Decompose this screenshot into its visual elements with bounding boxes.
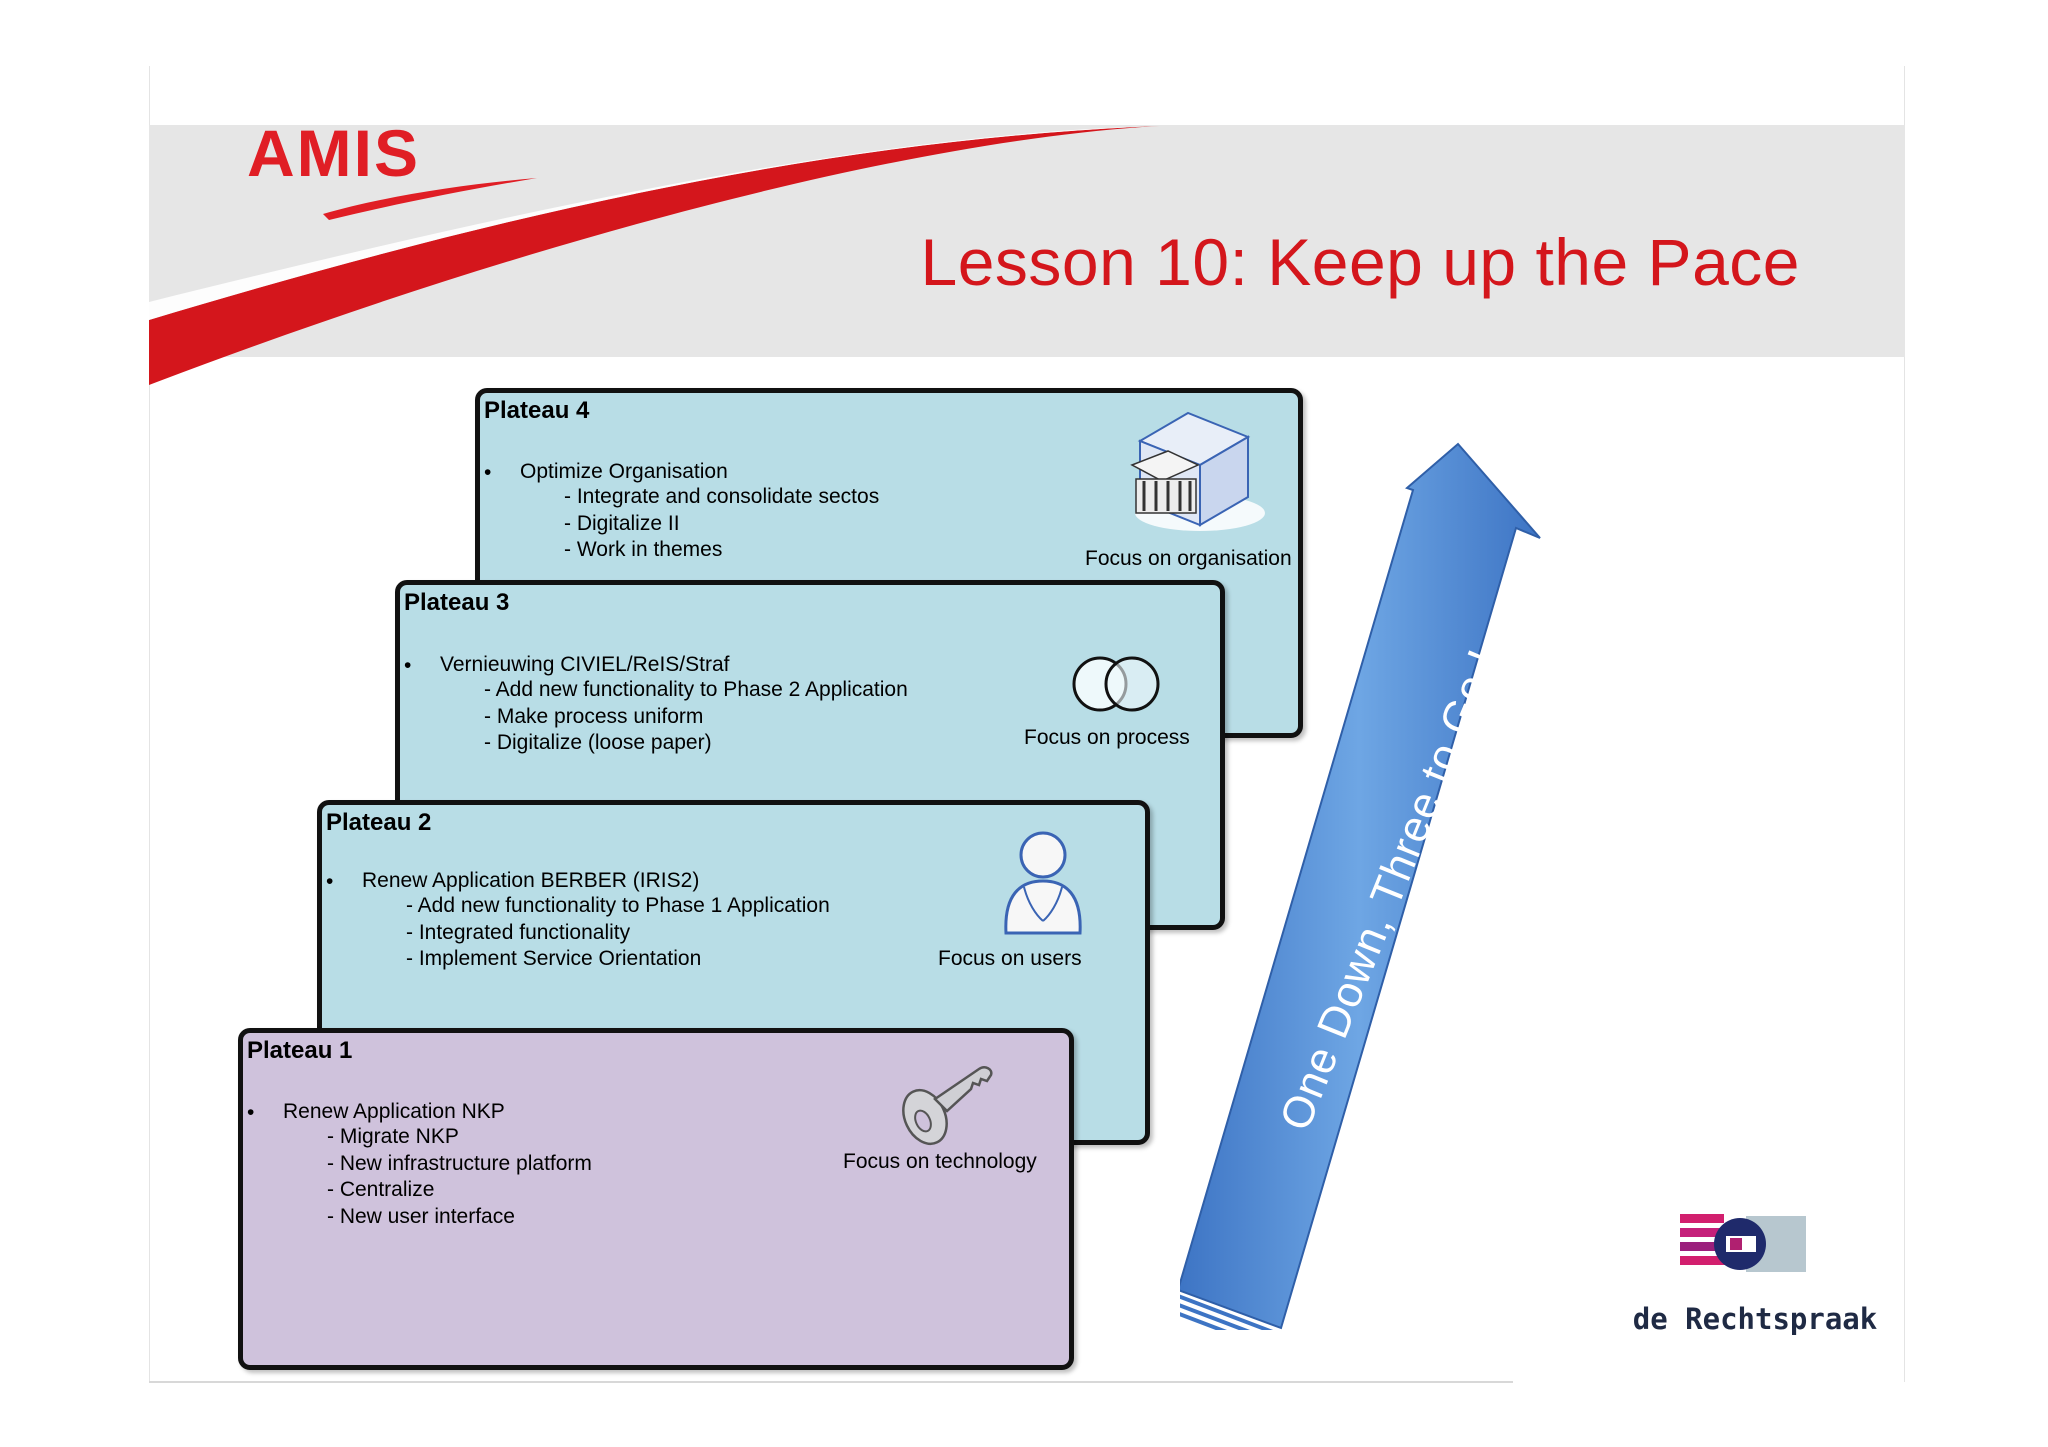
plateau-1-subitem: - New infrastructure platform	[327, 1151, 592, 1175]
plateau-2-title: Plateau 2	[326, 809, 432, 836]
plateau-3-item: Vernieuwing CIVIEL/ReIS/Straf	[440, 653, 730, 676]
plateau-1-subitem: - Centralize	[327, 1178, 435, 1201]
plateau-1-title: Plateau 1	[247, 1037, 353, 1064]
bottom-divider	[149, 1381, 1513, 1383]
plateau-3-subitem: - Make process uniform	[484, 704, 704, 728]
building-icon	[1130, 411, 1265, 531]
plateau-3-title: Plateau 3	[404, 589, 510, 616]
plateau-4-focus: Focus on organisation	[1085, 547, 1292, 570]
plateau-3-subitem: - Add new functionality to Phase 2 Appli…	[484, 678, 908, 701]
bullet: •	[247, 1101, 255, 1124]
plateau-4-subitem: - Digitalize II	[564, 511, 680, 535]
bullet: •	[404, 654, 412, 677]
plateau-2-subitem: - Integrated functionality	[406, 920, 631, 944]
rechtspraak-logo	[1680, 1214, 1806, 1272]
slide-title: Lesson 10: Keep up the Pace	[920, 225, 1800, 299]
key-icon	[902, 1066, 993, 1145]
plateau-4-subitems: - Integrate and consolidate sectos - Dig…	[564, 484, 879, 564]
plateau-1-focus: Focus on technology	[843, 1150, 1037, 1173]
plateau-4-subitem: - Work in themes	[564, 538, 723, 561]
bullet: •	[326, 870, 334, 893]
plateau-2-subitems: - Add new functionality to Phase 1 Appli…	[406, 893, 830, 973]
plateau-1-item: Renew Application NKP	[283, 1100, 505, 1123]
progress-arrow	[1180, 442, 1541, 1330]
plateau-4-item: Optimize Organisation	[520, 460, 728, 483]
plateau-1-subitems: - Migrate NKP - New infrastructure platf…	[327, 1124, 592, 1230]
bullet: •	[484, 461, 492, 484]
rechtspraak-logo-text: de Rechtspraak	[1632, 1302, 1878, 1336]
plateau-3-subitems: - Add new functionality to Phase 2 Appli…	[484, 677, 908, 757]
amis-logo-text: AMIS	[247, 118, 420, 190]
user-icon	[1004, 831, 1082, 935]
plateau-2-subitem: - Add new functionality to Phase 1 Appli…	[406, 894, 830, 917]
plateau-1-subitem: - Migrate NKP	[327, 1125, 459, 1148]
plateau-4-title: Plateau 4	[484, 397, 590, 424]
amis-logo: AMIS	[247, 118, 537, 220]
plateau-3-focus: Focus on process	[1024, 726, 1190, 749]
plateau-2-item: Renew Application BERBER (IRIS2)	[362, 869, 700, 892]
plateau-3-subitem: - Digitalize (loose paper)	[484, 731, 712, 754]
plateau-2-focus: Focus on users	[938, 947, 1082, 970]
plateau-1-card: Plateau 1 • Renew Application NKP - Migr…	[238, 1028, 1074, 1370]
plateau-1-subitem: - New user interface	[327, 1204, 515, 1228]
plateau-4-subitem: - Integrate and consolidate sectos	[564, 485, 880, 508]
plateau-2-subitem: - Implement Service Orientation	[406, 947, 702, 970]
overlapping-circles-icon	[1072, 656, 1160, 712]
